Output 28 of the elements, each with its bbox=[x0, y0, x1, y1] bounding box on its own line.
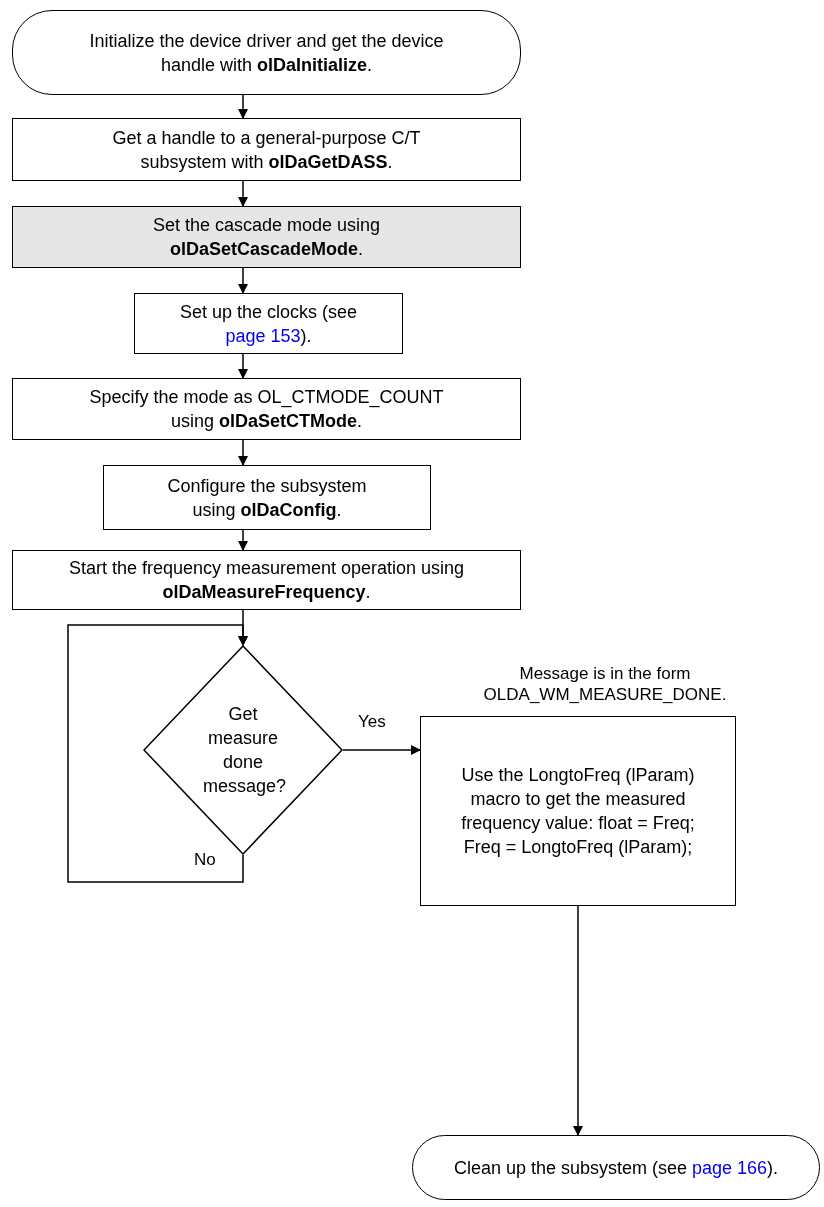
process-box bbox=[103, 465, 431, 530]
arrow bbox=[573, 905, 583, 1136]
node-text: Start the frequency measurement operation using olDaMeasureFrequency. bbox=[67, 557, 466, 604]
page-link: page 166 bbox=[692, 1157, 768, 1178]
arrow bbox=[238, 180, 248, 207]
arrow bbox=[342, 745, 421, 755]
node-text: Set up the clocks (see page 153). bbox=[178, 300, 359, 348]
decision-diamond bbox=[143, 645, 343, 855]
node-text: Set the cascade mode using olDaSetCascadeMode. bbox=[151, 214, 382, 261]
process-box bbox=[12, 550, 521, 610]
process-box bbox=[12, 378, 521, 440]
process-box bbox=[12, 206, 521, 268]
node-text: Use the LongtoFreq (lParam) macro to get the measured frequency value: float = Freq; Freq = LongtoFreq (lParam); bbox=[460, 764, 696, 859]
arrow bbox=[67, 624, 248, 883]
node-text: Clean up the subsystem (see page 166). bbox=[452, 1156, 780, 1180]
arrow bbox=[238, 353, 248, 379]
node-text: Initialize the device driver and get the device handle with olDaInitialize. bbox=[88, 29, 445, 77]
node-text: Specify the mode as OL_CTMODE_COUNT using olDaSetCTMode. bbox=[88, 386, 445, 433]
process-box bbox=[12, 118, 521, 181]
arrow bbox=[238, 439, 248, 466]
arrow bbox=[238, 529, 248, 551]
arrow bbox=[238, 94, 248, 119]
node-text: Configure the subsystem using olDaConfig. bbox=[166, 474, 368, 522]
process-box bbox=[134, 293, 403, 354]
arrow bbox=[238, 267, 248, 294]
process-box bbox=[420, 716, 736, 906]
page-link: page 153 bbox=[225, 325, 301, 346]
node-text: Get a handle to a general-purpose C/T subsystem with olDaGetDASS. bbox=[111, 126, 422, 174]
